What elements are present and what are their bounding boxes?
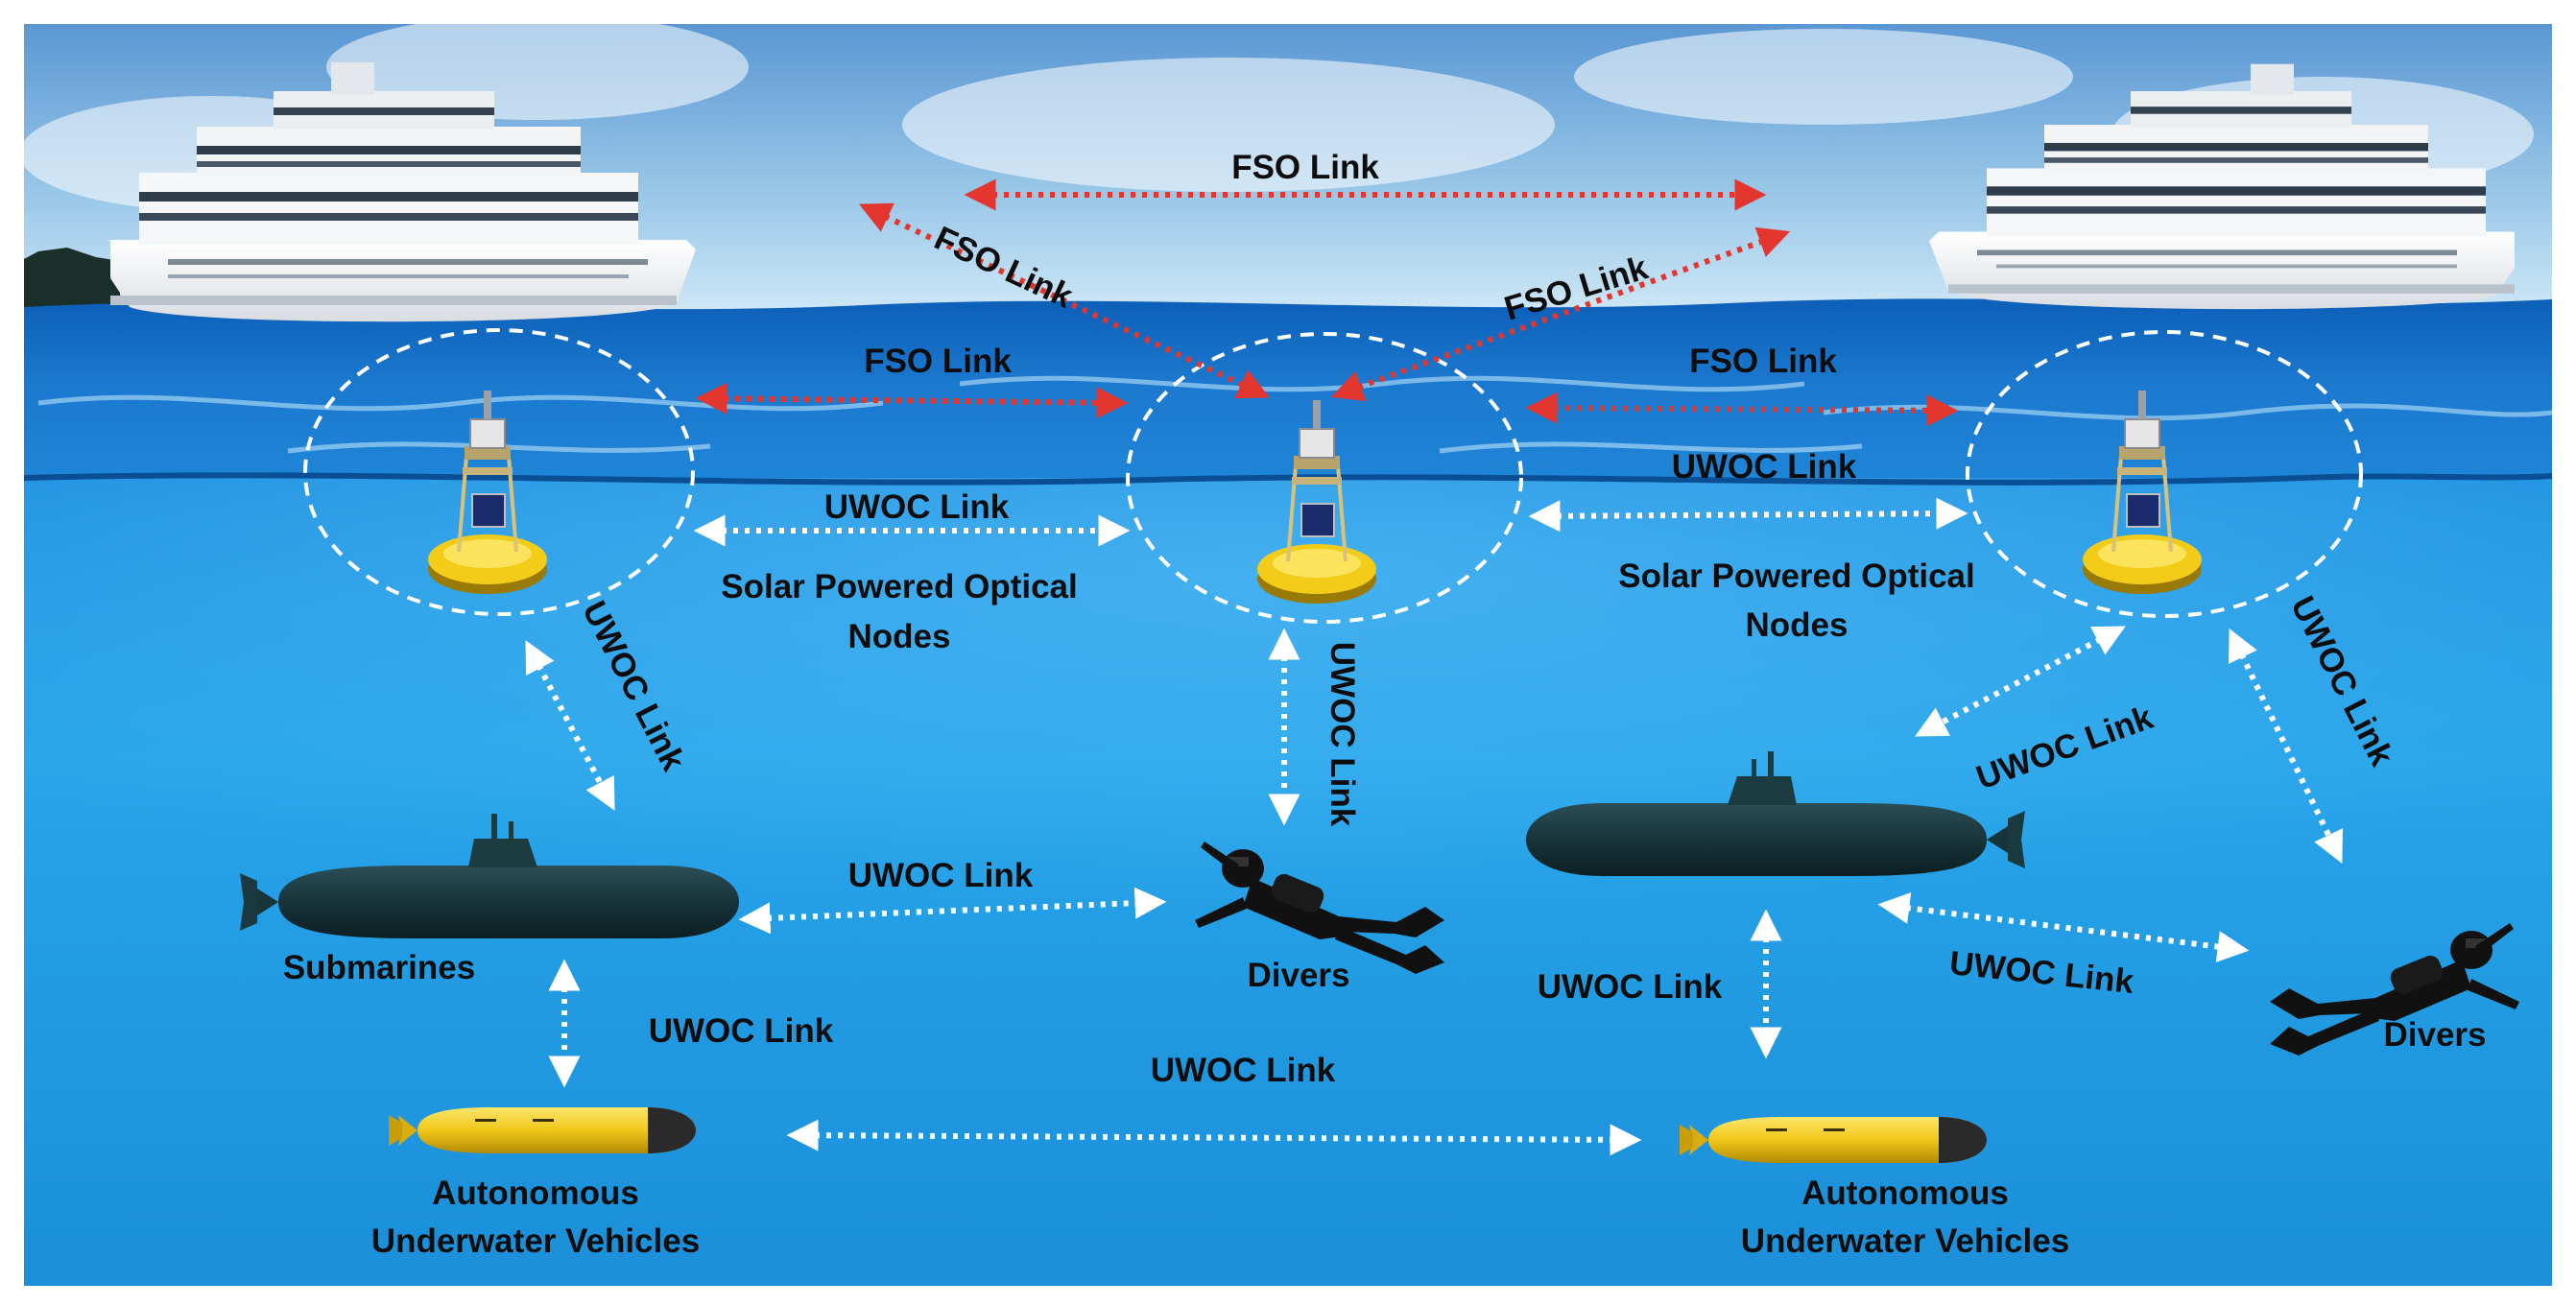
uwoc-link-label-nodes-right: UWOC Link bbox=[1672, 448, 1857, 486]
auv-label-right-line2: Underwater Vehicles bbox=[1741, 1222, 2069, 1260]
uwoc-link-submarine-to-diver bbox=[738, 887, 1167, 935]
auv-label-left-line1: Autonomous bbox=[432, 1174, 639, 1212]
surface-waves bbox=[24, 298, 2552, 489]
auv-label-left-line2: Underwater Vehicles bbox=[371, 1222, 700, 1260]
uwoc-links bbox=[525, 497, 2343, 1156]
uwoc-link-auv-to-auv bbox=[786, 1119, 1642, 1156]
uwoc-link-submarine-to-diver-right bbox=[1877, 892, 2250, 962]
fso-link-center-to-right-node bbox=[1525, 392, 1959, 427]
uwoc-link-center-to-right-node bbox=[1528, 497, 1968, 533]
uwoc-link-label-sub-auv-right: UWOC Link bbox=[1538, 968, 1723, 1006]
waterline bbox=[23, 472, 2553, 486]
uwoc-link-label-nodes-left: UWOC Link bbox=[824, 488, 1010, 526]
solar-nodes-label-right-line2: Nodes bbox=[1746, 606, 1849, 644]
fso-links bbox=[695, 178, 1959, 427]
uwoc-link-label-sub-auv: UWOC Link bbox=[649, 1012, 834, 1050]
fso-link-left-to-center-node bbox=[695, 382, 1129, 419]
node-range-left bbox=[303, 328, 695, 616]
divers-label-center: Divers bbox=[1247, 957, 1349, 994]
uwoc-link-label-auv-auv: UWOC Link bbox=[1151, 1052, 1336, 1089]
fso-link-label-left: FSO Link bbox=[864, 343, 1012, 380]
fso-link-label-right: FSO Link bbox=[1689, 343, 1837, 380]
solar-nodes-label-left-line2: Nodes bbox=[848, 618, 951, 655]
uwoc-link-left-node-to-submarine bbox=[525, 640, 615, 811]
divers-label-right: Divers bbox=[2383, 1016, 2486, 1054]
solar-nodes-label-left-line1: Solar Powered Optical bbox=[721, 568, 1078, 605]
node-range-right bbox=[1966, 330, 2363, 618]
auv-right bbox=[1680, 1117, 1987, 1163]
auv-label-right-line1: Autonomous bbox=[1801, 1174, 2009, 1212]
node-range-center bbox=[1126, 332, 1523, 624]
fso-link-ship-left-to-center-node bbox=[859, 202, 1270, 399]
fso-link-label-top: FSO Link bbox=[1231, 149, 1379, 186]
uwoc-link-right-node-to-diver bbox=[2229, 629, 2343, 864]
solar-nodes-label-right-line1: Solar Powered Optical bbox=[1618, 558, 1975, 595]
rocky-shore bbox=[24, 248, 120, 317]
auv-left bbox=[389, 1107, 696, 1153]
submarines-label: Submarines bbox=[283, 949, 475, 986]
uwoc-link-label-center-vertical: UWOC Link bbox=[1324, 642, 1361, 827]
uwoc-link-label-sub-diver: UWOC Link bbox=[848, 857, 1034, 894]
uwoc-link-right-node-to-submarine bbox=[1915, 626, 2126, 737]
